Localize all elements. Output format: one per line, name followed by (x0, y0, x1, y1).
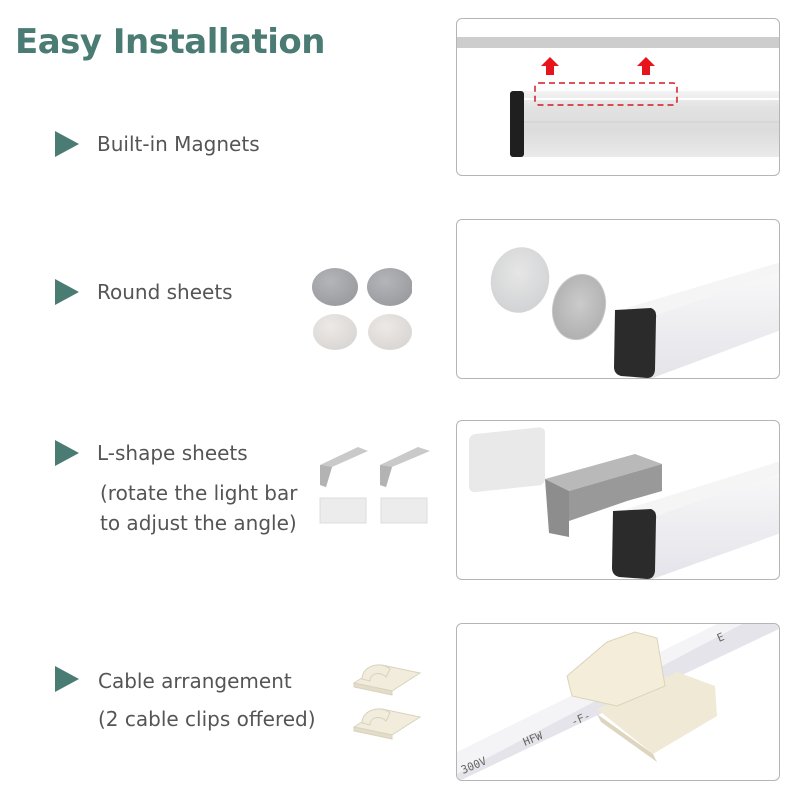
cable-clip-illustration: 300V HFW -F- E (457, 624, 779, 780)
l-shape-sheets-thumbnail (318, 447, 433, 527)
play-triangle-icon (55, 131, 79, 157)
play-triangle-icon (55, 279, 79, 305)
round-sheets-with-bar-illustration (490, 247, 779, 378)
play-triangle-icon (55, 666, 79, 692)
feature-label: Built-in Magnets (97, 132, 260, 156)
arrow-up-icon (541, 57, 655, 75)
cable-print-text: E (715, 630, 726, 645)
feature-label: Cable arrangement (98, 669, 292, 693)
l-shape-sheets-illustration-panel (456, 420, 780, 580)
feature-sublabel: (2 cable clips offered) (98, 707, 316, 731)
feature-label: Round sheets (97, 280, 233, 304)
page-title: Easy Installation (15, 22, 325, 62)
magnet-bar-illustration (457, 37, 779, 157)
feature-sublabel: (rotate the light bar (100, 481, 298, 505)
l-shape-sheet-with-bar-illustration (469, 427, 779, 579)
cable-clip-illustration-panel: 300V HFW -F- E (456, 623, 780, 781)
magnets-illustration-panel (456, 18, 780, 176)
feature-label: L-shape sheets (97, 441, 248, 465)
round-sheets-illustration-panel (456, 219, 780, 379)
feature-sublabel: to adjust the angle) (100, 511, 297, 535)
play-triangle-icon (55, 440, 79, 466)
round-sheets-thumbnail (312, 268, 413, 354)
cable-clips-thumbnail (352, 655, 424, 740)
